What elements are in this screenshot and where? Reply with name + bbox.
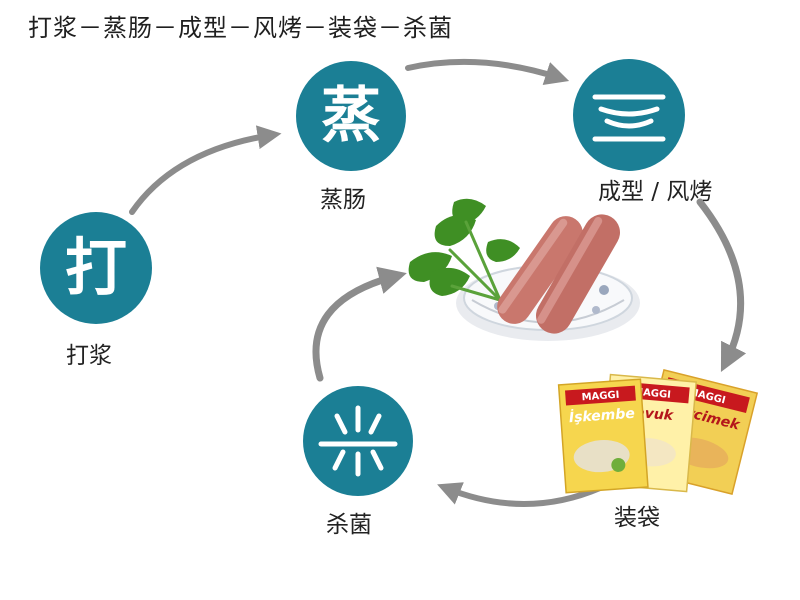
arrow-4 xyxy=(437,482,603,507)
step-chengxing-label: 成型 / 风烤 xyxy=(598,179,713,205)
arrow-1 xyxy=(129,125,282,215)
arrow-3 xyxy=(696,198,747,372)
arrow-2 xyxy=(405,58,570,85)
step-zhuangdai-label: 装袋 xyxy=(614,505,660,531)
packet-1-brand: MAGGI xyxy=(581,390,620,404)
step-chengxing-circle xyxy=(573,59,685,171)
step-dajiang-label: 打浆 xyxy=(66,343,112,369)
step-zhengchang-glyph: 蒸 xyxy=(321,81,381,151)
oven-waves-icon xyxy=(592,94,666,142)
process-title: 打浆－蒸肠－成型－风烤－装袋－杀菌 xyxy=(28,14,453,42)
sterilize-rays-icon xyxy=(318,405,398,477)
step-shajun-circle xyxy=(303,386,413,496)
packet-1-name: İşkembe xyxy=(568,405,635,427)
step-zhengchang-circle: 蒸 xyxy=(296,61,406,171)
step-shajun-label: 杀菌 xyxy=(326,512,372,538)
step-dajiang-glyph: 打 xyxy=(64,231,127,304)
step-zhengchang-label: 蒸肠 xyxy=(320,187,366,213)
arrow-5 xyxy=(312,266,407,382)
step-dajiang-circle: 打 xyxy=(40,212,152,324)
